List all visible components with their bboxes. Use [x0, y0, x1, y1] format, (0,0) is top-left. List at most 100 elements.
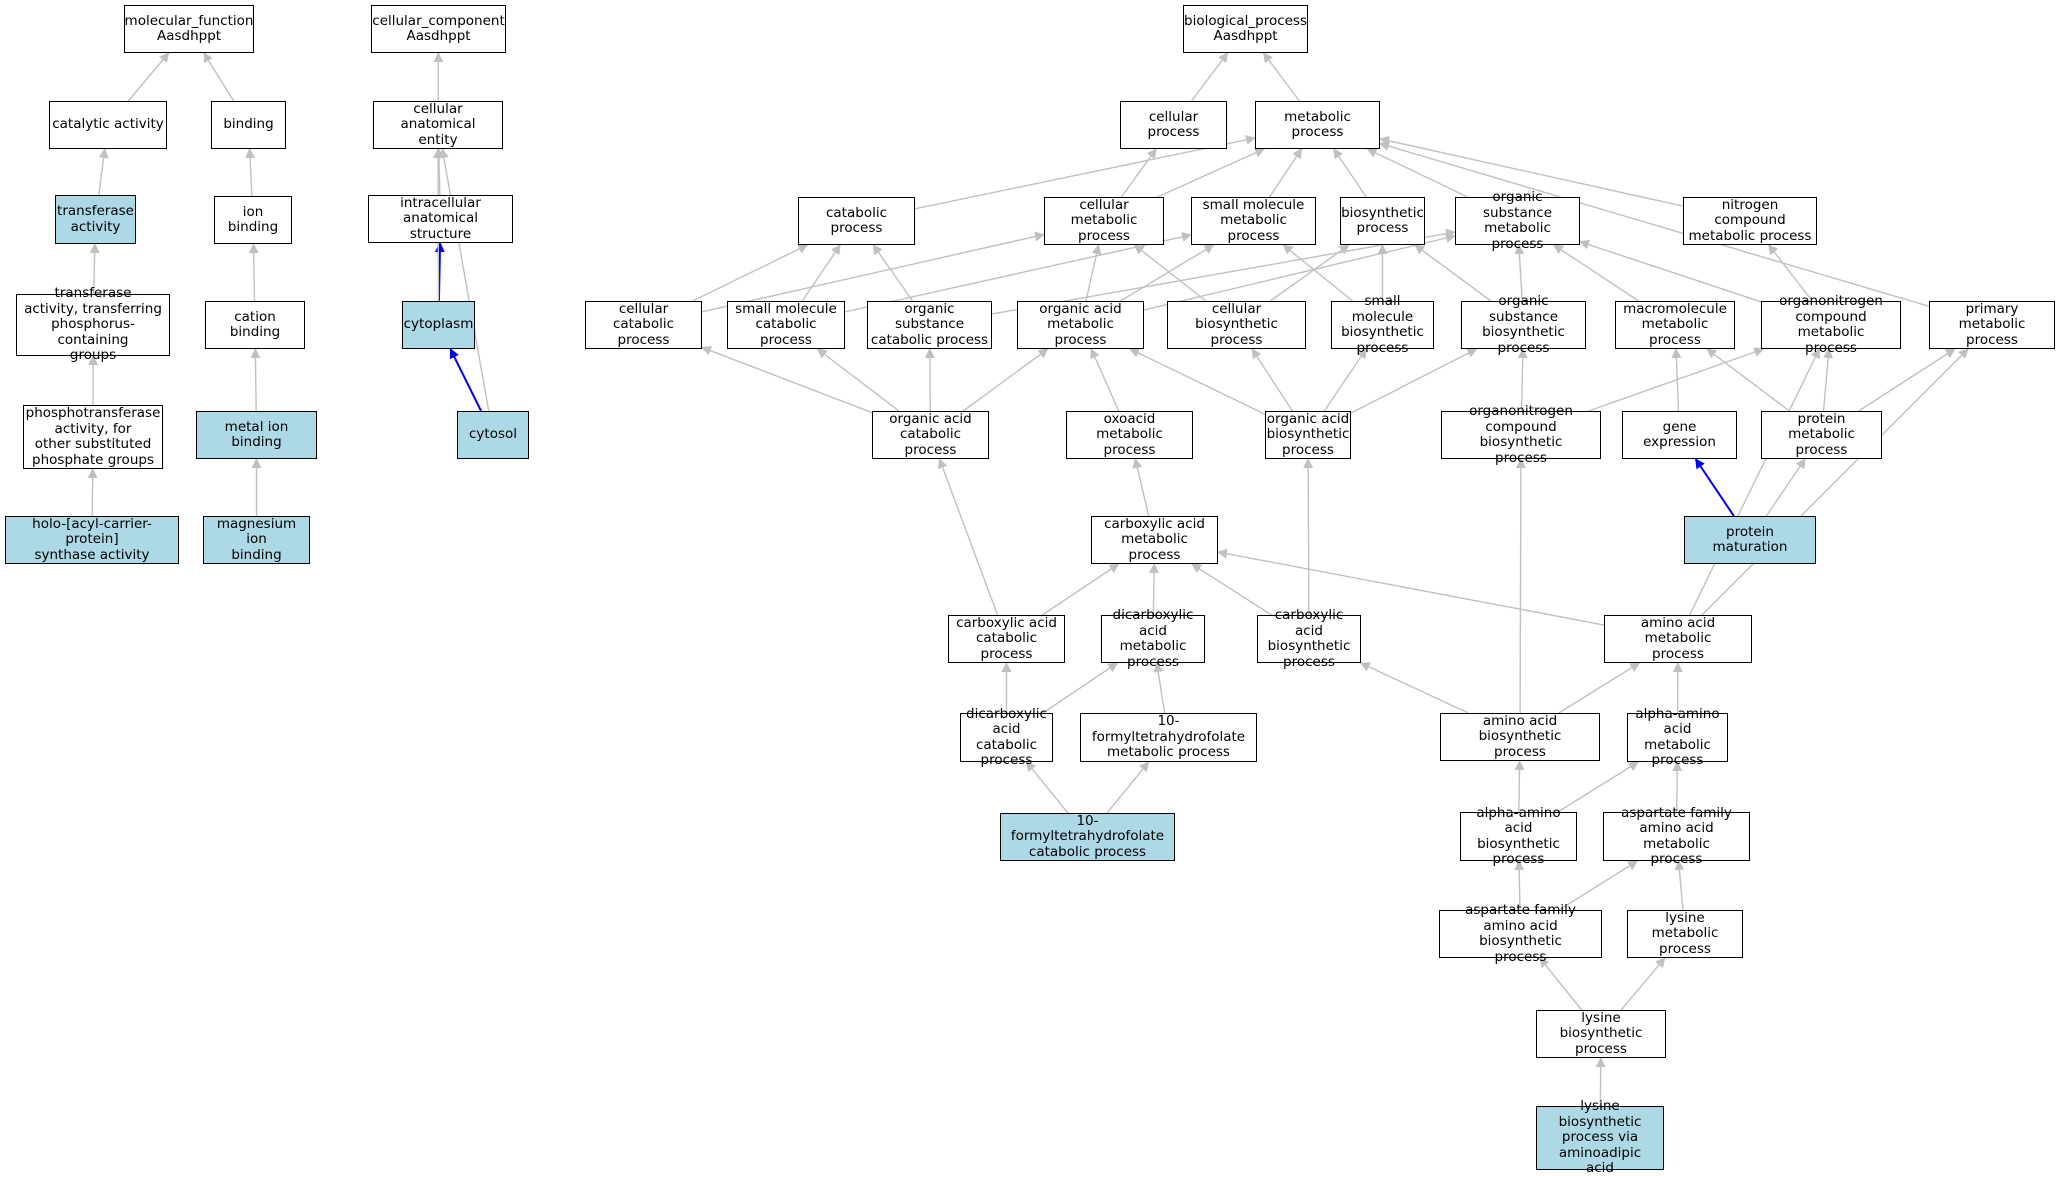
go-term-cc-root[interactable]: cellular_component Aasdhppt	[371, 5, 506, 53]
edge-transferase-to-catalytic	[99, 149, 105, 195]
go-term-primary-metab[interactable]: primary metabolic process	[1929, 301, 2055, 349]
edge-carbox-metab-to-oxo-metab	[1135, 459, 1149, 516]
edge-orgN-biosynth-to-org-sub-biosynth	[1522, 349, 1523, 411]
go-term-catalytic[interactable]: catalytic activity	[49, 101, 167, 149]
go-term-org-sub-catab[interactable]: organic substance catabolic process	[867, 301, 992, 349]
go-term-binding[interactable]: binding	[211, 101, 286, 149]
edge-cytosol-to-cytoplasm	[450, 349, 481, 411]
go-term-gene-expr[interactable]: gene expression	[1622, 411, 1737, 459]
go-term-thf-metab[interactable]: 10-formyltetrahydrofolate metabolic proc…	[1080, 713, 1257, 762]
go-term-mf-root[interactable]: molecular_function Aasdhppt	[124, 5, 254, 53]
edge-macro-metab-to-org-sub-metab	[1554, 245, 1639, 301]
edge-cell-catab-to-catabolic	[693, 245, 808, 301]
edge-cell-biosynth-to-cell-metab	[1135, 245, 1206, 301]
edge-sm-biosynth-to-sm-metab	[1283, 245, 1352, 301]
go-term-sm-biosynth[interactable]: small molecule biosynthetic process	[1331, 301, 1434, 349]
go-term-orgN-metab[interactable]: organonitrogen compound metabolic proces…	[1761, 301, 1901, 349]
edge-prot-metab-to-macro-metab	[1707, 349, 1790, 411]
go-term-sm-catab[interactable]: small molecule catabolic process	[727, 301, 845, 349]
go-term-biosynth[interactable]: biosynthetic process	[1340, 197, 1425, 245]
edge-oa-catab-to-sm-catab	[818, 349, 899, 411]
edge-catalytic-to-mf-root	[128, 53, 169, 101]
edge-metab-to-bp-root	[1264, 53, 1300, 101]
edge-thf-catab-to-dicarb-catab	[1026, 762, 1068, 813]
edge-cytosol-to-cell-anat	[442, 149, 488, 411]
go-term-oa-metab[interactable]: organic acid metabolic process	[1017, 301, 1144, 349]
go-term-prot-mat[interactable]: protein maturation	[1684, 516, 1816, 564]
go-term-macro-metab[interactable]: macromolecule metabolic process	[1615, 301, 1735, 349]
edge-lys-biosynth-to-lys-metab	[1621, 958, 1665, 1010]
edge-lys-metab-to-asp-fam-metab	[1679, 861, 1683, 910]
go-term-cytoplasm[interactable]: cytoplasm	[402, 301, 475, 349]
go-term-ion-binding[interactable]: ion binding	[214, 196, 292, 244]
go-term-cation-binding[interactable]: cation binding	[205, 301, 305, 349]
go-term-orgN-biosynth[interactable]: organonitrogen compound biosynthetic pro…	[1441, 411, 1601, 459]
edge-prot-metab-to-primary-metab	[1859, 349, 1955, 411]
edge-aa-metab-to-orgN-metab	[1690, 349, 1820, 615]
go-term-holo-acp[interactable]: holo-[acyl-carrier-protein] synthase act…	[5, 516, 179, 564]
edge-biosynth-to-metab	[1334, 149, 1367, 197]
go-term-intracell[interactable]: intracellular anatomical structure	[368, 195, 513, 243]
go-term-thf-catab[interactable]: 10-formyltetrahydrofolate catabolic proc…	[1000, 813, 1175, 861]
go-term-dicarb-catab[interactable]: dicarboxylic acid catabolic process	[960, 713, 1053, 762]
go-term-oxo-metab[interactable]: oxoacid metabolic process	[1066, 411, 1193, 459]
go-term-lys-metab[interactable]: lysine metabolic process	[1627, 910, 1743, 958]
edge-cell-metab-to-cell-proc	[1121, 149, 1156, 197]
edge-aa-metab-to-primary-metab	[1702, 349, 1968, 615]
go-term-asp-fam-biosynth[interactable]: aspartate family amino acid biosynthetic…	[1439, 910, 1602, 958]
edge-org-sub-biosynth-to-biosynth	[1415, 245, 1491, 301]
edge-ion-binding-to-binding	[250, 149, 252, 196]
go-term-prot-metab[interactable]: protein metabolic process	[1761, 411, 1882, 459]
edge-oa-biosynth-to-oa-metab	[1130, 349, 1265, 414]
edge-sm-catab-to-catabolic	[802, 245, 840, 301]
edge-oa-catab-to-org-sub-catab	[930, 349, 931, 411]
edge-oa-metab-to-sm-metab	[1120, 245, 1213, 301]
go-term-metal-ion[interactable]: metal ion binding	[196, 411, 317, 459]
go-term-lys-aad[interactable]: lysine biosynthetic process via aminoadi…	[1536, 1106, 1664, 1170]
edge-carbox-catab-to-oa-catab	[939, 459, 997, 615]
edge-aa-biosynth-to-carbox-biosynth	[1361, 663, 1469, 713]
go-term-alpha-aa-biosynth[interactable]: alpha-amino acid biosynthetic process	[1460, 812, 1577, 861]
go-term-metab[interactable]: metabolic process	[1255, 101, 1380, 149]
edge-oa-metab-to-cell-metab	[1086, 245, 1099, 301]
go-term-asp-fam-metab[interactable]: aspartate family amino acid metabolic pr…	[1603, 812, 1750, 861]
go-term-cytosol[interactable]: cytosol	[457, 411, 529, 459]
edge-cell-proc-to-bp-root	[1192, 53, 1228, 101]
edge-oxo-metab-to-oa-metab	[1091, 349, 1119, 411]
go-term-phosphotransf[interactable]: phosphotransferase activity, for other s…	[23, 405, 163, 469]
edge-oa-biosynth-to-sm-biosynth	[1324, 349, 1366, 411]
go-term-catabolic[interactable]: catabolic process	[798, 197, 915, 245]
go-term-cell-catab[interactable]: cellular catabolic process	[585, 301, 702, 349]
go-term-aa-metab[interactable]: amino acid metabolic process	[1604, 615, 1752, 663]
go-term-org-sub-biosynth[interactable]: organic substance biosynthetic process	[1461, 301, 1586, 349]
edge-aa-biosynth-to-aa-metab	[1559, 663, 1640, 713]
go-term-aa-biosynth[interactable]: amino acid biosynthetic process	[1440, 713, 1600, 761]
go-term-transferase[interactable]: transferase activity	[55, 195, 136, 244]
go-term-bp-root[interactable]: biological_process Aasdhppt	[1183, 5, 1308, 53]
edge-thf-catab-to-thf-metab	[1107, 762, 1149, 813]
edge-binding-to-mf-root	[204, 53, 234, 101]
go-term-dicarb-metab[interactable]: dicarboxylic acid metabolic process	[1101, 615, 1205, 663]
go-term-mg-ion[interactable]: magnesium ion binding	[203, 516, 310, 564]
go-term-cell-proc[interactable]: cellular process	[1120, 101, 1227, 149]
edge-oa-biosynth-to-cell-biosynth	[1252, 349, 1292, 411]
go-term-cell-metab[interactable]: cellular metabolic process	[1044, 197, 1164, 245]
go-term-carbox-catab[interactable]: carboxylic acid catabolic process	[948, 615, 1065, 663]
go-term-org-sub-metab[interactable]: organic substance metabolic process	[1455, 197, 1580, 245]
edge-dicarb-catab-to-dicarb-metab	[1043, 663, 1117, 713]
go-term-oa-biosynth[interactable]: organic acid biosynthetic process	[1265, 411, 1351, 459]
edge-oa-catab-to-cell-catab	[702, 347, 872, 412]
go-term-carbox-metab[interactable]: carboxylic acid metabolic process	[1091, 516, 1218, 564]
go-term-cell-biosynth[interactable]: cellular biosynthetic process	[1167, 301, 1306, 349]
go-term-lys-biosynth[interactable]: lysine biosynthetic process	[1536, 1010, 1666, 1058]
go-term-cell-anat[interactable]: cellular anatomical entity	[373, 101, 503, 149]
go-term-alpha-aa-metab[interactable]: alpha-amino acid metabolic process	[1627, 713, 1728, 762]
go-term-nitro-metab[interactable]: nitrogen compound metabolic process	[1683, 197, 1817, 245]
go-term-carbox-biosynth[interactable]: carboxylic acid biosynthetic process	[1257, 615, 1361, 663]
go-term-transf-phos[interactable]: transferase activity, transferring phosp…	[16, 294, 170, 356]
go-term-oa-catab[interactable]: organic acid catabolic process	[872, 411, 989, 459]
edge-aa-biosynth-to-orgN-biosynth	[1520, 459, 1521, 713]
go-term-sm-metab[interactable]: small molecule metabolic process	[1191, 197, 1316, 245]
